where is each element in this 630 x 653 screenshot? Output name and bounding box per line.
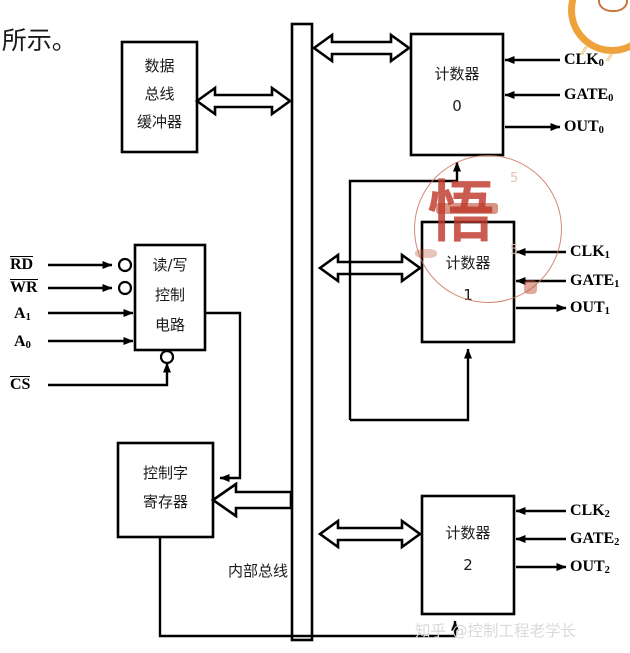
clk2-sub: 2 bbox=[604, 509, 610, 520]
signal-cs-text: CS bbox=[10, 376, 31, 393]
arrow-bus-counter2 bbox=[317, 518, 423, 550]
line-cwr-to-counter2 bbox=[158, 537, 459, 638]
gate1-sub: 1 bbox=[614, 279, 620, 290]
bubble-cs bbox=[159, 349, 175, 365]
rw-control-label-line1: 读/写 bbox=[152, 256, 188, 274]
counter2-index: 2 bbox=[463, 556, 473, 574]
signal-label-clk0: CLK0 bbox=[564, 51, 604, 70]
signal-a1-text: A bbox=[14, 305, 26, 322]
signal-label-clk2: CLK2 bbox=[570, 502, 610, 521]
out1-text: OUT bbox=[570, 299, 605, 316]
gate0-text: GATE bbox=[564, 86, 609, 103]
rw-control-block bbox=[133, 243, 207, 352]
signal-wr-text: WR bbox=[10, 279, 38, 296]
out2-sub: 2 bbox=[604, 565, 610, 576]
signal-label-a0: A0 bbox=[14, 333, 31, 352]
gate2-sub: 2 bbox=[614, 537, 620, 548]
out1-sub: 1 bbox=[604, 306, 610, 317]
signal-label-rd: RD bbox=[10, 256, 34, 275]
data-bus-buffer-label-line1: 数据 bbox=[144, 57, 175, 75]
internal-bus-label: 内部总线 bbox=[228, 562, 289, 580]
counter1-index: 1 bbox=[463, 286, 473, 304]
control-word-register-label-line2: 寄存器 bbox=[142, 493, 188, 511]
line-cwr-to-counter0 bbox=[348, 161, 461, 420]
gate1-text: GATE bbox=[570, 272, 615, 289]
page-caption: )所示。 bbox=[0, 26, 77, 55]
arrow-bus-counter0 bbox=[311, 32, 412, 64]
signal-a1-sub: 1 bbox=[25, 312, 31, 323]
signal-a0-sub: 0 bbox=[25, 340, 31, 351]
signal-label-a1: A1 bbox=[14, 305, 31, 324]
internal-bus-bar bbox=[290, 22, 314, 642]
signal-label-gate2: GATE2 bbox=[570, 530, 619, 549]
signal-rd-text: RD bbox=[10, 256, 34, 273]
rw-control-label-line3: 电路 bbox=[154, 316, 185, 334]
data-bus-buffer-label-line3: 缓冲器 bbox=[136, 113, 182, 131]
clk0-sub: 0 bbox=[598, 58, 604, 69]
watermark-author: @控制工程老学长 bbox=[452, 622, 577, 640]
signal-label-cs: CS bbox=[10, 376, 31, 395]
counter0-index: 0 bbox=[452, 97, 462, 115]
signal-label-clk1: CLK1 bbox=[570, 243, 610, 262]
gate0-sub: 0 bbox=[608, 93, 614, 104]
signal-label-out0: OUT0 bbox=[564, 118, 604, 137]
signal-label-out2: OUT2 bbox=[570, 558, 610, 577]
line-cwr-to-counter1 bbox=[350, 348, 472, 422]
signal-label-gate0: GATE0 bbox=[564, 86, 613, 105]
arrow-bus-control-word-register bbox=[210, 481, 293, 519]
gate2-text: GATE bbox=[570, 530, 615, 547]
counter1-block bbox=[420, 220, 516, 344]
out0-sub: 0 bbox=[598, 125, 604, 136]
rw-control-label-line2: 控制 bbox=[154, 286, 185, 304]
bubble-wr bbox=[117, 280, 133, 296]
counter1-name: 计数器 bbox=[445, 254, 491, 272]
clk1-text: CLK bbox=[570, 243, 605, 260]
out2-text: OUT bbox=[570, 558, 605, 575]
signal-a0-text: A bbox=[14, 333, 26, 350]
arrow-buffer-bus bbox=[194, 85, 293, 117]
data-bus-buffer-block bbox=[120, 40, 199, 154]
signal-label-out1: OUT1 bbox=[570, 299, 610, 318]
line-rwcontrol-to-cwr bbox=[205, 311, 242, 482]
counter2-block bbox=[420, 494, 516, 616]
clk2-text: CLK bbox=[570, 502, 605, 519]
bubble-rd bbox=[117, 257, 133, 273]
clk1-sub: 1 bbox=[604, 250, 610, 261]
signal-label-gate1: GATE1 bbox=[570, 272, 619, 291]
arrow-bus-counter1 bbox=[317, 252, 423, 284]
out0-text: OUT bbox=[564, 118, 599, 135]
control-word-register-block bbox=[116, 441, 215, 539]
counter2-name: 计数器 bbox=[445, 524, 491, 542]
control-word-register-label-line1: 控制字 bbox=[142, 464, 188, 482]
clk0-text: CLK bbox=[564, 51, 599, 68]
line-cs bbox=[48, 362, 171, 387]
counter0-name: 计数器 bbox=[434, 65, 480, 83]
signal-label-wr: WR bbox=[10, 279, 38, 298]
watermark-site: 知乎 bbox=[415, 622, 447, 640]
data-bus-buffer-label-line2: 总线 bbox=[144, 85, 175, 103]
